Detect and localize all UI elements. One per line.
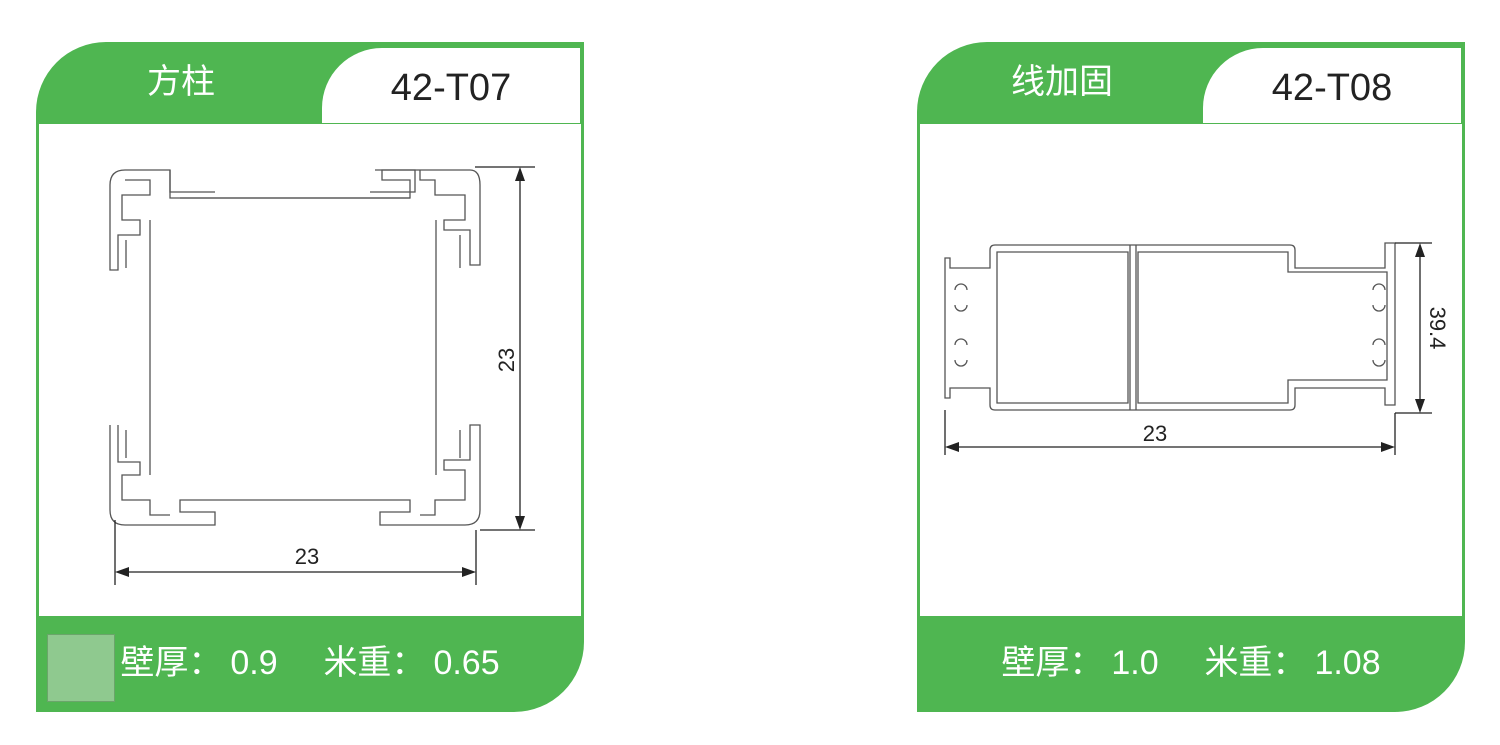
product-name: 方柱	[147, 62, 215, 102]
wall-thickness-value: 1.0	[1111, 644, 1159, 682]
width-dimension: 23	[1143, 421, 1167, 446]
profile-outline	[109, 169, 481, 526]
dimension-lines	[114, 166, 535, 585]
weight-value: 1.08	[1314, 644, 1381, 682]
product-code: 42-T08	[1271, 67, 1393, 109]
width-dimension: 23	[295, 544, 319, 569]
product-card-42-T08: 线加固 42-T08 39.4 23	[917, 42, 1465, 712]
code-tab	[322, 48, 580, 123]
product-name: 线加固	[1011, 62, 1113, 102]
spec-footer: 壁厚：1.0 米重：1.08	[917, 638, 1465, 688]
weight-label: 米重：	[1204, 644, 1307, 682]
profile-drawing-area: 39.4 23	[920, 124, 1462, 616]
product-code: 42-T07	[390, 67, 512, 109]
profile-outline	[944, 242, 1396, 411]
height-dimension: 23	[494, 348, 519, 372]
spec-footer: 壁厚：0.9 米重：0.65	[36, 638, 584, 688]
weight-value: 0.65	[433, 644, 500, 682]
dimension-lines	[944, 242, 1432, 455]
code-tab	[1203, 48, 1461, 123]
qr-code	[47, 634, 115, 702]
wall-thickness-label: 壁厚：	[120, 644, 223, 682]
weight-label: 米重：	[323, 644, 426, 682]
profile-drawing-area: 23 23	[39, 124, 581, 616]
height-dimension: 39.4	[1425, 307, 1450, 350]
wall-thickness-value: 0.9	[230, 644, 278, 682]
profile-drawing: 23 23	[109, 166, 535, 585]
wall-thickness-label: 壁厚：	[1001, 644, 1104, 682]
product-card-42-T07: 方柱 42-T07 23 23	[36, 42, 584, 712]
profile-drawing: 39.4 23	[944, 242, 1450, 455]
